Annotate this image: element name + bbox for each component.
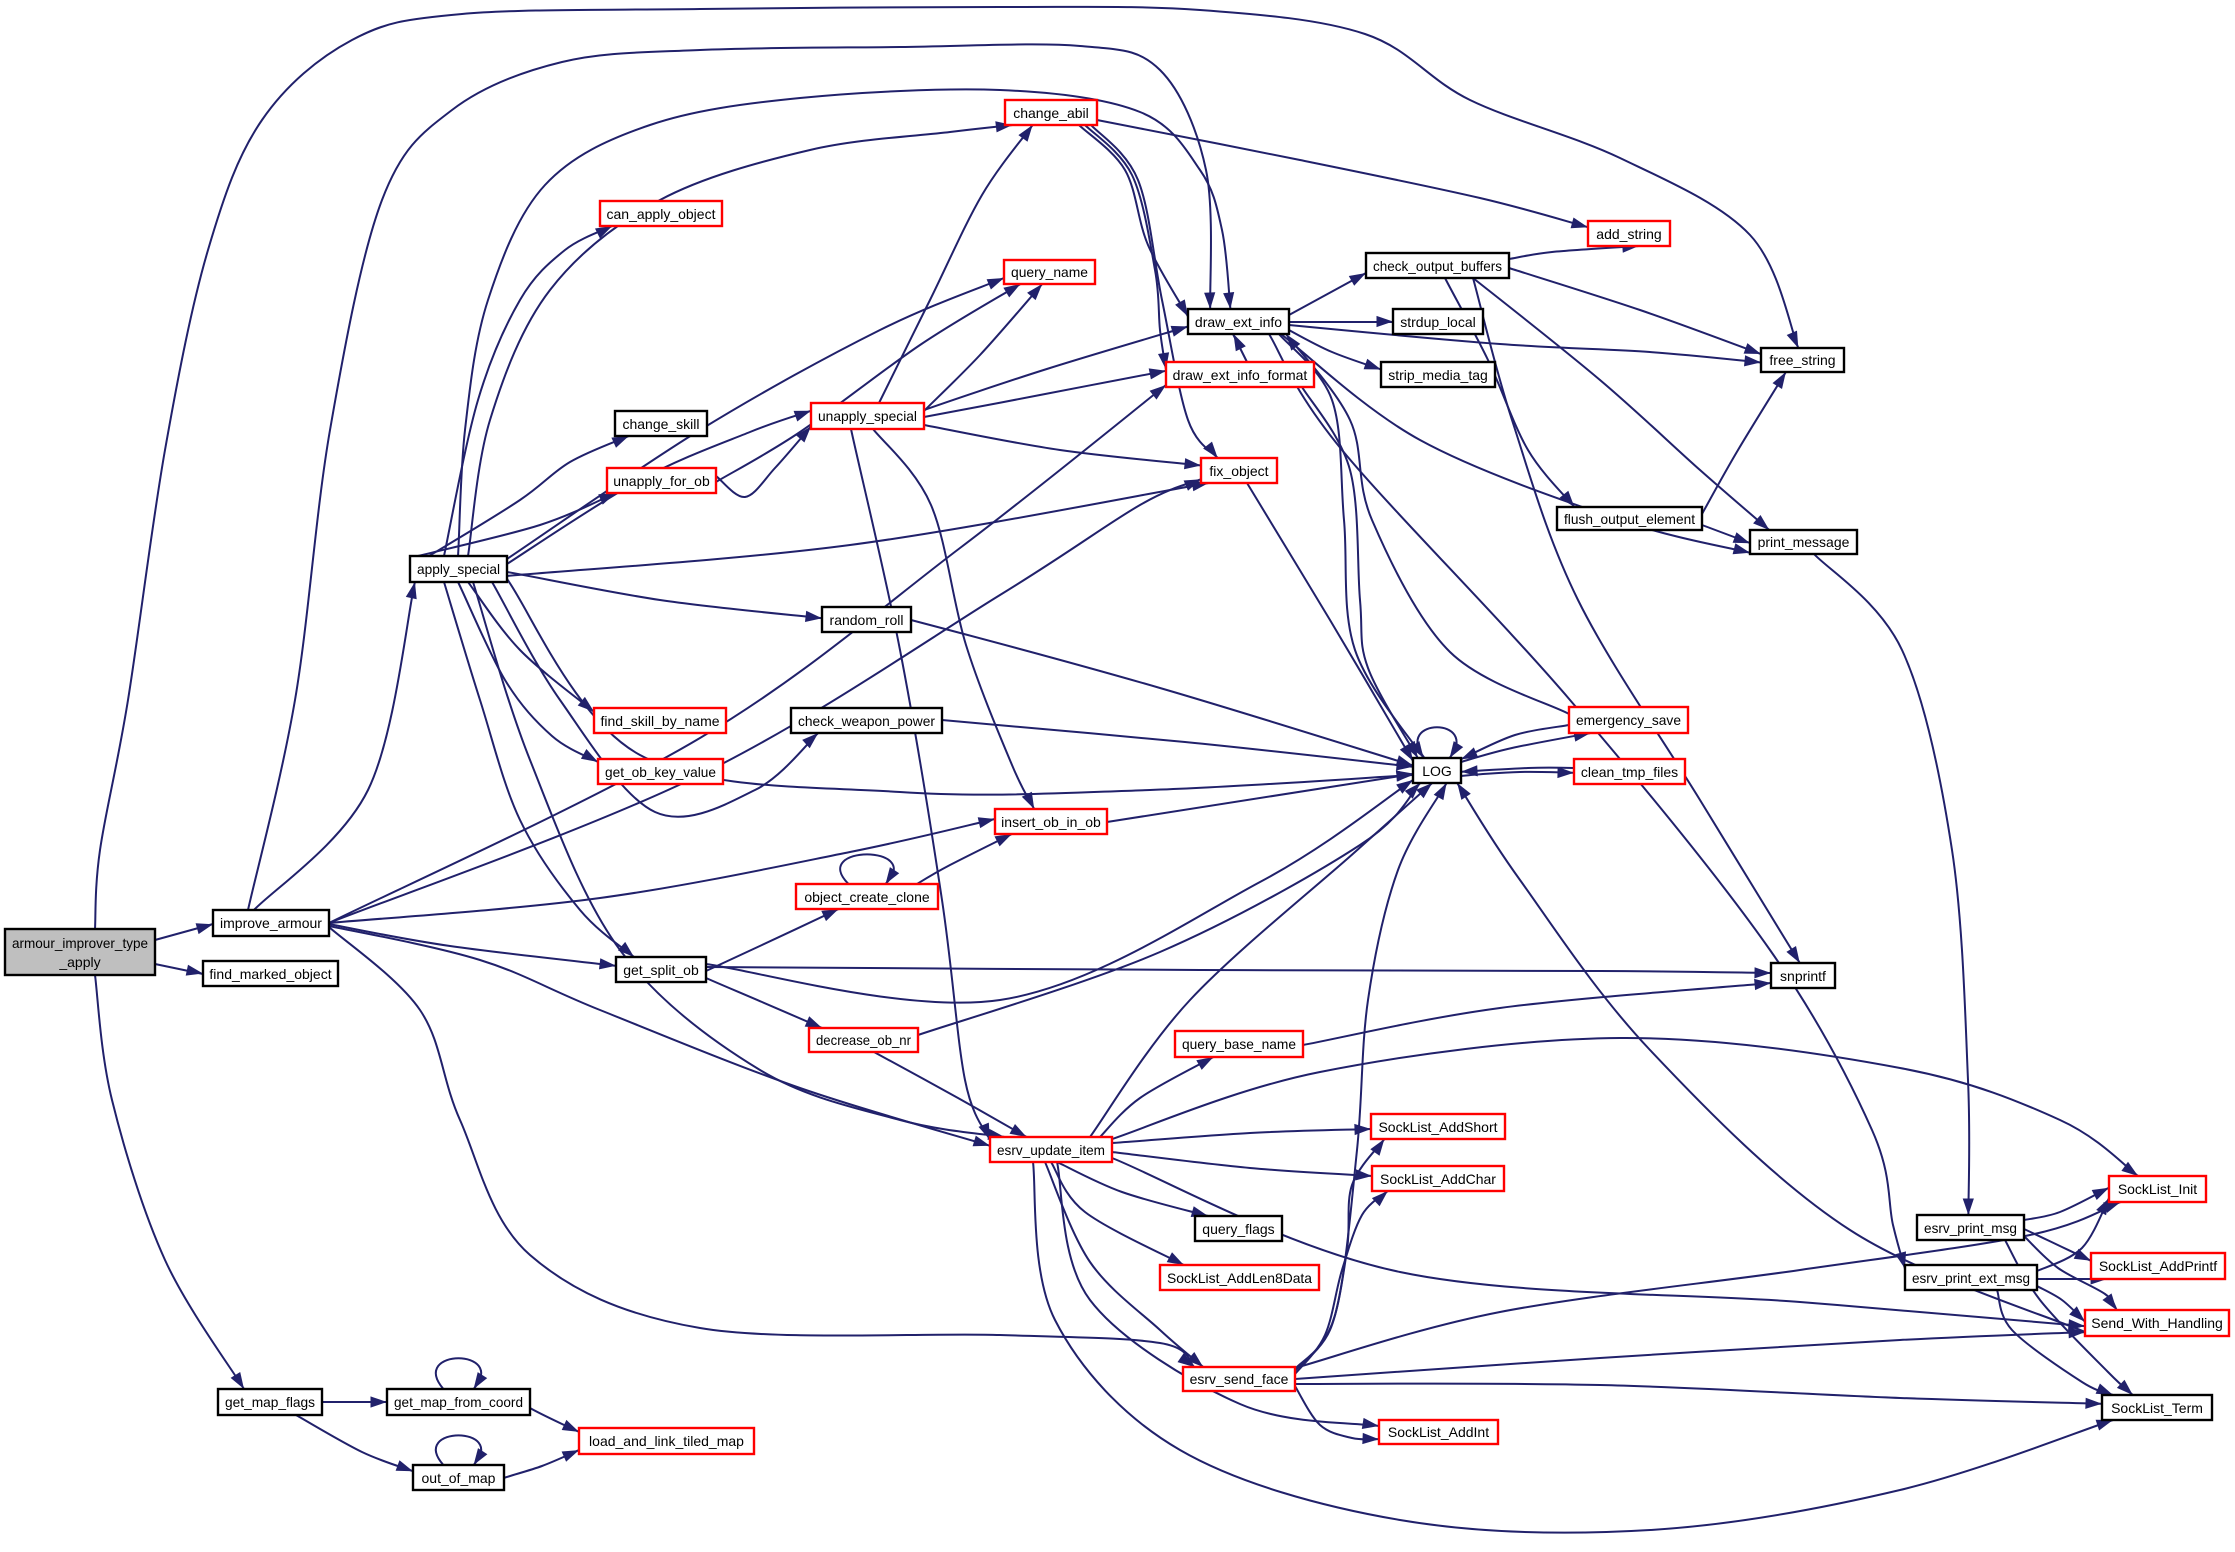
svg-text:_apply: _apply — [58, 954, 100, 970]
svg-text:SockList_Term: SockList_Term — [2111, 1400, 2203, 1416]
svg-text:armour_improver_type: armour_improver_type — [12, 935, 148, 951]
svg-text:esrv_print_ext_msg: esrv_print_ext_msg — [1912, 1270, 2030, 1286]
svg-text:get_map_from_coord: get_map_from_coord — [394, 1394, 523, 1410]
svg-text:apply_special: apply_special — [417, 561, 500, 577]
svg-text:SockList_AddLen8Data: SockList_AddLen8Data — [1167, 1270, 1312, 1286]
svg-text:query_name: query_name — [1011, 264, 1088, 280]
svg-text:strdup_local: strdup_local — [1400, 314, 1476, 330]
svg-text:query_base_name: query_base_name — [1182, 1036, 1296, 1052]
svg-text:get_ob_key_value: get_ob_key_value — [605, 764, 716, 780]
svg-text:check_weapon_power: check_weapon_power — [798, 713, 935, 729]
svg-text:snprintf: snprintf — [1780, 968, 1826, 984]
svg-text:SockList_AddInt: SockList_AddInt — [1388, 1424, 1489, 1440]
svg-text:get_map_flags: get_map_flags — [225, 1394, 315, 1410]
svg-text:query_flags: query_flags — [1202, 1221, 1274, 1237]
svg-text:change_abil: change_abil — [1013, 105, 1089, 121]
svg-text:change_skill: change_skill — [622, 416, 699, 432]
svg-text:find_skill_by_name: find_skill_by_name — [600, 713, 719, 729]
svg-text:unapply_for_ob: unapply_for_ob — [613, 473, 710, 489]
svg-text:decrease_ob_nr: decrease_ob_nr — [816, 1032, 911, 1048]
svg-text:SockList_Init: SockList_Init — [2118, 1181, 2197, 1197]
svg-text:find_marked_object: find_marked_object — [209, 966, 331, 982]
svg-text:improve_armour: improve_armour — [220, 915, 322, 931]
svg-text:esrv_send_face: esrv_send_face — [1190, 1371, 1289, 1387]
svg-text:free_string: free_string — [1769, 352, 1835, 368]
svg-text:Send_With_Handling: Send_With_Handling — [2091, 1315, 2223, 1331]
svg-text:unapply_special: unapply_special — [818, 408, 917, 424]
svg-text:SockList_AddShort: SockList_AddShort — [1378, 1119, 1497, 1135]
svg-text:esrv_update_item: esrv_update_item — [997, 1142, 1105, 1158]
svg-text:fix_object: fix_object — [1209, 463, 1268, 479]
svg-text:emergency_save: emergency_save — [1576, 712, 1681, 728]
svg-text:get_split_ob: get_split_ob — [623, 962, 699, 978]
svg-text:object_create_clone: object_create_clone — [804, 889, 930, 905]
svg-text:insert_ob_in_ob: insert_ob_in_ob — [1001, 814, 1101, 830]
svg-text:draw_ext_info_format: draw_ext_info_format — [1173, 367, 1308, 383]
svg-text:random_roll: random_roll — [830, 612, 904, 628]
svg-text:strip_media_tag: strip_media_tag — [1388, 367, 1488, 383]
svg-text:can_apply_object: can_apply_object — [607, 206, 716, 222]
svg-text:LOG: LOG — [1422, 763, 1452, 779]
svg-text:add_string: add_string — [1596, 226, 1661, 242]
svg-text:flush_output_element: flush_output_element — [1564, 511, 1695, 527]
svg-text:SockList_AddPrintf: SockList_AddPrintf — [2099, 1258, 2217, 1274]
svg-text:print_message: print_message — [1758, 534, 1850, 550]
svg-text:SockList_AddChar: SockList_AddChar — [1380, 1171, 1496, 1187]
svg-text:load_and_link_tiled_map: load_and_link_tiled_map — [589, 1433, 744, 1449]
svg-text:check_output_buffers: check_output_buffers — [1373, 258, 1502, 274]
svg-text:esrv_print_msg: esrv_print_msg — [1924, 1220, 2017, 1236]
svg-text:clean_tmp_files: clean_tmp_files — [1581, 764, 1678, 780]
svg-text:draw_ext_info: draw_ext_info — [1195, 314, 1282, 330]
svg-text:out_of_map: out_of_map — [422, 1470, 496, 1486]
